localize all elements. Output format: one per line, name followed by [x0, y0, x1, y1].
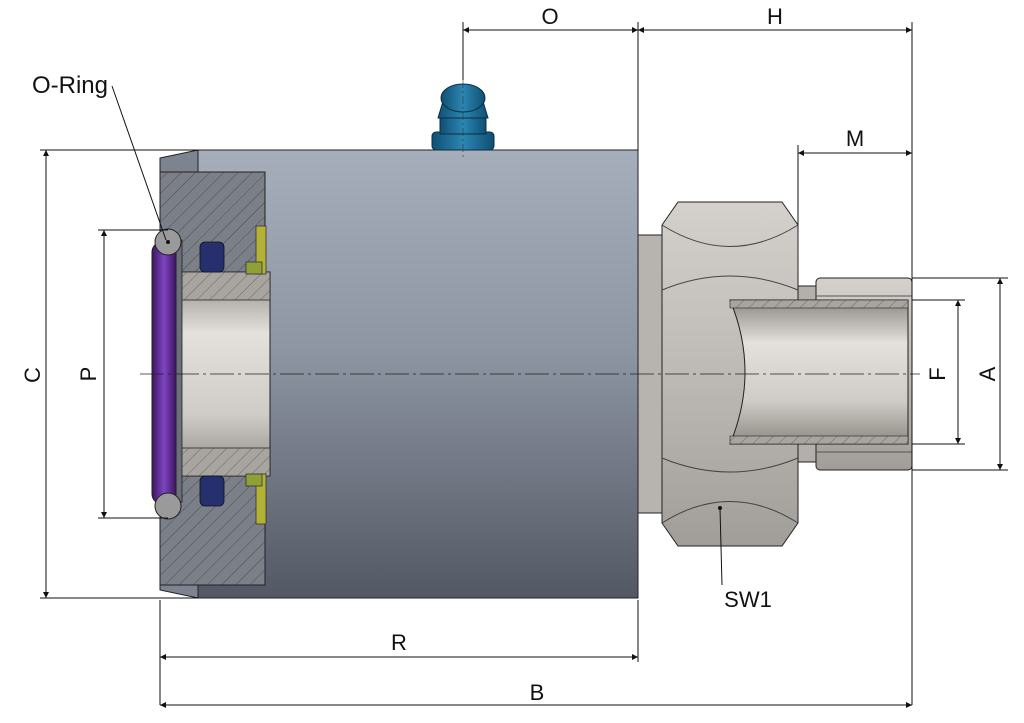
pipe-bore	[729, 299, 909, 445]
dim-m-label: M	[846, 126, 864, 151]
dim-p-label: P	[76, 367, 101, 382]
sw1-label: SW1	[724, 587, 772, 612]
dim-a-label: A	[975, 366, 1000, 381]
dim-f-label: F	[925, 367, 950, 380]
seals	[199, 225, 267, 525]
dimensions	[40, 22, 1008, 708]
dim-r-label: R	[391, 630, 407, 655]
o-ring-label: O-Ring	[32, 72, 108, 99]
grease-nipple	[431, 80, 495, 160]
o-ring	[151, 228, 182, 520]
dim-h-label: H	[767, 4, 783, 29]
dim-c-label: C	[20, 367, 45, 383]
dim-o-label: O	[541, 4, 558, 29]
dim-b-label: B	[530, 680, 545, 705]
